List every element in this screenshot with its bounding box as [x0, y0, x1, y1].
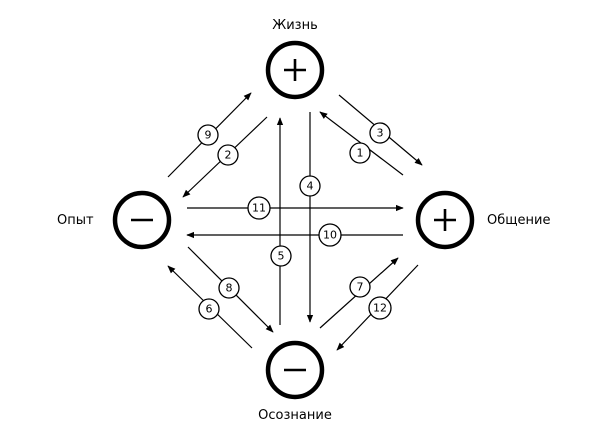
arrow-number-9: 9 — [205, 129, 212, 142]
arrow-number-badge-11: 11 — [247, 196, 271, 220]
arrow-number-11: 11 — [252, 202, 266, 215]
arrow-number-badge-4: 4 — [299, 175, 321, 197]
node-communication: Общение — [415, 190, 550, 250]
label-awareness: Осознание — [258, 408, 332, 423]
arrow-number-8: 8 — [226, 282, 233, 295]
arrow-number-badge-6: 6 — [198, 298, 220, 320]
arrow-number-badge-8: 8 — [218, 277, 240, 299]
arrow-number-3: 3 — [377, 127, 384, 140]
arrow-number-badge-2: 2 — [217, 144, 239, 166]
node-awareness: Осознание — [258, 340, 332, 423]
arrow-number-badge-7: 7 — [349, 276, 371, 298]
arrow-number-2: 2 — [225, 149, 232, 162]
label-life: Жизнь — [272, 18, 318, 33]
arrow-number-10: 10 — [323, 229, 337, 242]
label-communication: Общение — [487, 213, 550, 228]
arrow-number-badge-1: 1 — [349, 142, 371, 164]
arrow-number-badge-12: 12 — [368, 296, 392, 320]
arrow-number-badge-9: 9 — [197, 124, 219, 146]
node-experience: Опыт — [57, 190, 172, 250]
arrow-number-1: 1 — [357, 147, 364, 160]
arrow-number-badge-5: 5 — [270, 245, 292, 267]
arrow-number-4: 4 — [307, 180, 314, 193]
arrow-number-7: 7 — [357, 281, 364, 294]
label-experience: Опыт — [57, 213, 94, 228]
node-life: Жизнь — [265, 18, 325, 100]
arrow-number-12: 12 — [373, 302, 387, 315]
arrow-number-badge-10: 10 — [318, 223, 342, 247]
arrow-number-badge-3: 3 — [369, 122, 391, 144]
arrow-number-6: 6 — [206, 303, 213, 316]
arrow-number-5: 5 — [278, 250, 285, 263]
